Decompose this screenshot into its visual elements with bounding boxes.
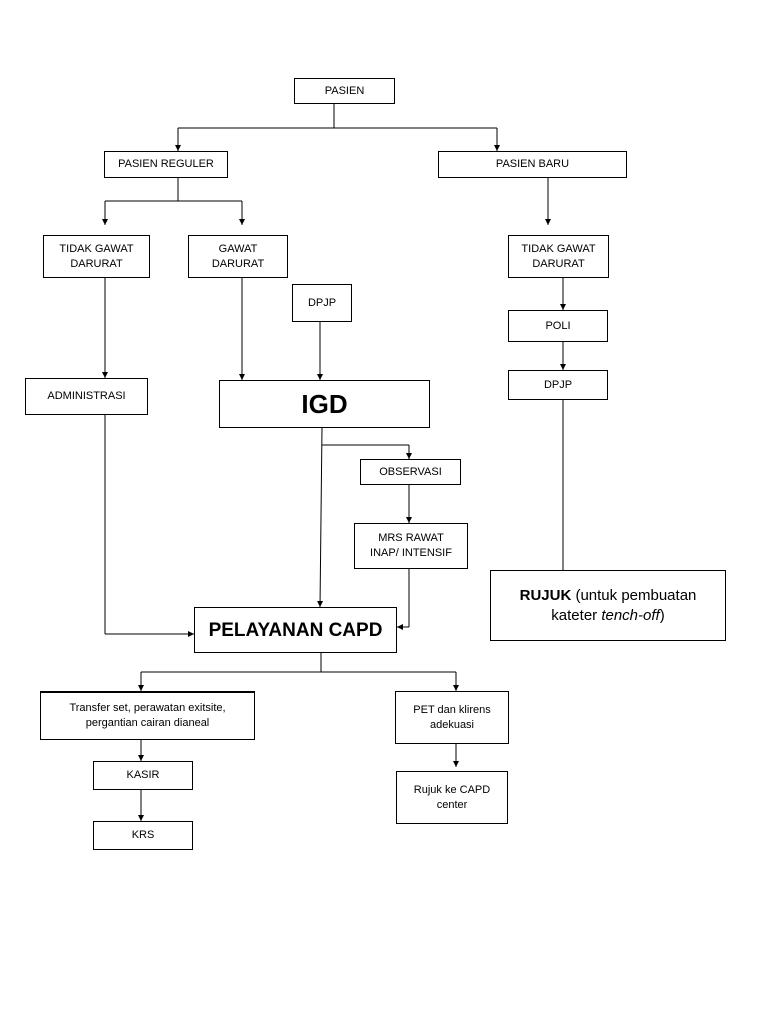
node-dpjp-2: DPJP: [508, 370, 608, 400]
node-dpjp-1: DPJP: [292, 284, 352, 322]
node-dpjp-1-label: DPJP: [307, 296, 337, 309]
node-administrasi-label: ADMINISTRASI: [47, 390, 126, 402]
node-tidak-gawat-darurat-2: TIDAK GAWAT DARURAT: [508, 235, 609, 278]
node-rujuk-line1-rest: (untuk pembuatan: [571, 586, 697, 604]
node-pasien: PASIEN: [294, 78, 395, 104]
node-pasien-baru-label: PASIEN BARU: [495, 158, 570, 170]
node-gawat-darurat-line2: DARURAT: [211, 257, 265, 270]
node-rujuk-capd-line1: Rujuk ke CAPD: [413, 783, 491, 796]
node-dpjp-2-label: DPJP: [543, 378, 573, 391]
node-tidak-gawat-darurat-2-line1: TIDAK GAWAT: [521, 242, 596, 255]
arrow-igd-to-pelayanan: [317, 426, 324, 608]
node-igd-label: IGD: [301, 388, 348, 419]
node-gawat-darurat: GAWAT DARURAT: [188, 235, 288, 278]
node-tidak-gawat-darurat-1-line1: TIDAK GAWAT: [59, 242, 134, 255]
node-pasien-reguler-label: PASIEN REGULER: [118, 158, 214, 170]
node-transfer-set: Transfer set, perawatan exitsite, pergan…: [40, 691, 255, 740]
node-observasi-label: OBSERVASI: [379, 465, 442, 478]
node-pet-line2: adekuasi: [429, 718, 475, 731]
node-pelayanan-capd-label: PELAYANAN CAPD: [208, 619, 383, 641]
node-rujuk-line1: RUJUK (untuk pembuatan: [520, 586, 697, 606]
node-rujuk-line2: kateter tench-off): [551, 606, 664, 626]
node-pet-line1: PET dan klirens: [413, 703, 491, 716]
node-pasien-reguler: PASIEN REGULER: [104, 151, 228, 178]
node-kasir-label: KASIR: [126, 769, 160, 781]
node-transfer-set-line2: pergantian cairan dianeal: [85, 717, 210, 729]
node-igd: IGD: [219, 380, 430, 428]
node-rujuk-italic: tench-off: [601, 606, 660, 624]
node-administrasi: ADMINISTRASI: [25, 378, 148, 415]
node-tidak-gawat-darurat-1: TIDAK GAWAT DARURAT: [43, 235, 150, 278]
node-pelayanan-capd: PELAYANAN CAPD: [194, 607, 397, 653]
node-pasien-label: PASIEN: [324, 84, 365, 97]
node-gawat-darurat-line1: GAWAT: [218, 242, 258, 255]
node-pasien-baru: PASIEN BARU: [438, 151, 627, 178]
node-rujuk-capd-line2: center: [436, 798, 468, 811]
node-poli: POLI: [508, 310, 608, 342]
node-rujuk-bold: RUJUK: [519, 586, 572, 604]
node-rujuk-line2-pre: kateter: [551, 606, 602, 624]
node-observasi: OBSERVASI: [360, 459, 461, 485]
node-tidak-gawat-darurat-2-line2: DARURAT: [532, 257, 585, 270]
node-rujuk-capd-center: Rujuk ke CAPD center: [396, 771, 508, 824]
node-mrs-rawat-inap: MRS RAWAT INAP/ INTENSIF: [354, 523, 468, 569]
node-mrs-line1: MRS RAWAT: [378, 532, 444, 544]
node-rujuk-line2-post: ): [659, 606, 665, 624]
node-krs: KRS: [93, 821, 193, 850]
node-transfer-set-line1: Transfer set, perawatan exitsite,: [69, 702, 226, 714]
node-pet-klirens: PET dan klirens adekuasi: [395, 691, 509, 744]
node-krs-label: KRS: [131, 829, 155, 841]
node-poli-label: POLI: [545, 319, 571, 332]
node-mrs-line2: INAP/ INTENSIF: [370, 547, 452, 559]
node-rujuk: RUJUK (untuk pembuatan kateter tench-off…: [490, 570, 726, 641]
node-tidak-gawat-darurat-1-line2: DARURAT: [70, 257, 123, 270]
node-kasir: KASIR: [93, 761, 193, 790]
